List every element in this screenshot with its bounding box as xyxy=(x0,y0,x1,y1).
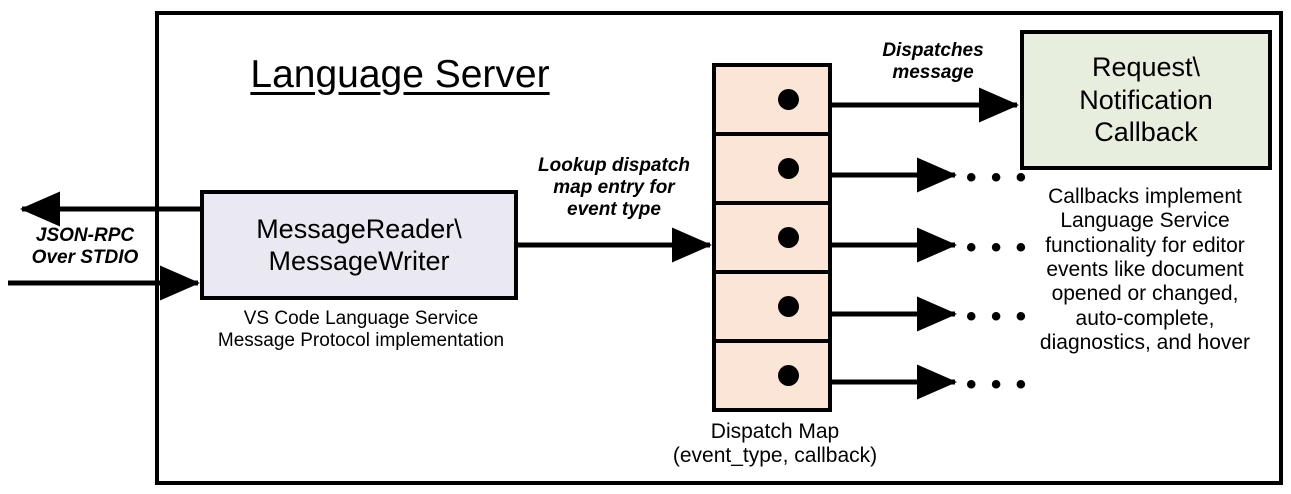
callback-caption: Callbacks implement Language Service fun… xyxy=(1039,185,1251,355)
table-row[interactable] xyxy=(716,136,828,205)
message-reader-writer-label: MessageReader\ MessageWriter xyxy=(256,213,462,276)
dot-icon xyxy=(778,296,799,317)
ellipsis-row-5: • • • xyxy=(966,368,1030,401)
lookup-dispatch-label: Lookup dispatch map entry for event type xyxy=(538,155,690,221)
dot-icon xyxy=(778,158,799,179)
dispatch-map-table[interactable] xyxy=(712,63,832,412)
jsonrpc-protocol-label: JSON-RPC Over STDIO xyxy=(31,225,139,269)
message-reader-writer-box[interactable]: MessageReader\ MessageWriter xyxy=(200,190,518,300)
table-row[interactable] xyxy=(716,343,828,408)
dot-icon xyxy=(778,365,799,386)
language-server-boundary xyxy=(155,11,1283,485)
ellipsis-row-2: • • • xyxy=(966,161,1030,194)
table-row[interactable] xyxy=(716,274,828,343)
dot-icon xyxy=(778,227,799,248)
request-notification-callback-box[interactable]: Request\ Notification Callback xyxy=(1020,30,1272,170)
ellipsis-row-3: • • • xyxy=(966,231,1030,264)
dispatches-message-label: Dispatches message xyxy=(882,40,984,84)
message-reader-writer-caption: VS Code Language Service Message Protoco… xyxy=(217,308,505,352)
table-row[interactable] xyxy=(716,67,828,136)
page-title: Language Server xyxy=(250,53,550,96)
request-notification-callback-label: Request\ Notification Callback xyxy=(1079,51,1213,148)
dispatch-map-caption: Dispatch Map (event_type, callback) xyxy=(672,420,878,468)
ellipsis-row-4: • • • xyxy=(966,300,1030,333)
dot-icon xyxy=(778,89,799,110)
table-row[interactable] xyxy=(716,205,828,274)
